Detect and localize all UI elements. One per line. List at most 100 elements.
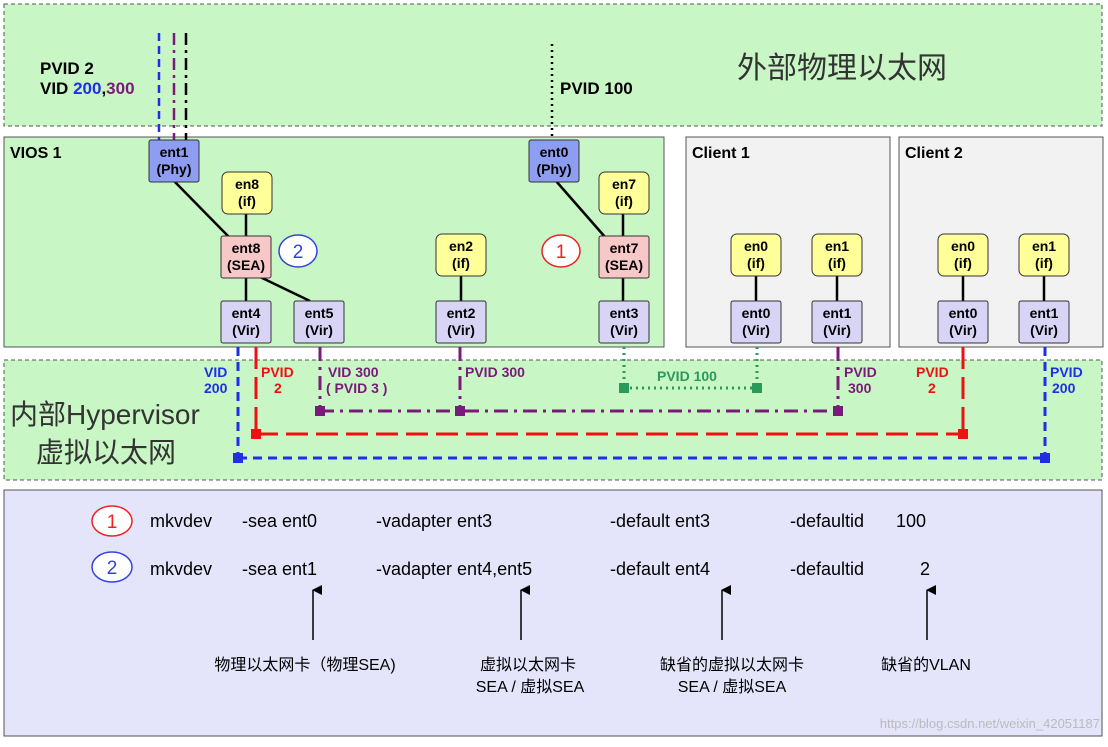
cmd-1-defaultid: -defaultid — [790, 511, 864, 531]
label-pvid100: PVID 100 — [657, 368, 717, 384]
vios-en2-type: (if) — [452, 255, 470, 271]
cmd-2-defaultid: -defaultid — [790, 559, 864, 579]
vios-ent8-name: ent8 — [232, 240, 261, 256]
vlan2-node-right — [958, 429, 968, 439]
vlan300-node-ent5 — [315, 406, 325, 416]
vios-ent3-box: ent3(Vir) — [598, 300, 650, 344]
annotation-vir-line2: SEA / 虚拟SEA — [476, 678, 585, 696]
link-ent1-ent8 — [173, 180, 230, 238]
label-c2-pvid200-a: PVID — [1050, 364, 1083, 380]
vios-ent8-rect — [220, 235, 272, 279]
vlan300-node-client1 — [833, 406, 843, 416]
vios-ent5-type: (Vir) — [305, 322, 333, 338]
annotation-def-line2: SEA / 虚拟SEA — [678, 678, 787, 696]
cmd-2-vadapter: -vadapter ent4,ent5 — [376, 559, 532, 579]
cmd-2-default: -default ent4 — [610, 559, 710, 579]
client1-en0-box: en0(if) — [730, 233, 782, 277]
vios-ent5-box: ent5(Vir) — [293, 300, 345, 344]
vios-ent4-box: ent4(Vir) — [220, 300, 272, 344]
client1-en1-type: (if) — [828, 255, 846, 271]
vios-marker-1-text: 1 — [556, 242, 567, 263]
client1-ent0-rect — [730, 300, 782, 344]
vios-marker-1 — [541, 234, 581, 268]
client2-ent0-rect — [937, 300, 989, 344]
client2-en1-type: (if) — [1035, 255, 1053, 271]
external-ethernet-title: 外部物理以太网 — [737, 52, 947, 85]
commands-panel — [3, 489, 1103, 737]
vios-en7-rect — [598, 171, 650, 215]
annotation-def-line1: 缺省的虚拟以太网卡 — [660, 656, 804, 674]
client2-en1-rect — [1018, 233, 1070, 277]
label-c2-pvid2-a: PVID — [916, 364, 949, 380]
vios-ent7-rect — [598, 235, 650, 279]
vios-en8-box: en8(if) — [221, 171, 273, 215]
device-nodes: ent1(Phy)ent0(Phy)en8(if)en7(if)ent8(SEA… — [148, 139, 1070, 344]
label-vid200-a: VID — [204, 364, 227, 380]
client2-title: Client 2 — [905, 145, 963, 162]
label-vid300-a: VID 300 — [328, 364, 379, 380]
label-pvid300: PVID 300 — [465, 364, 525, 380]
client2-ent0-name: ent0 — [949, 305, 978, 321]
client2-panel — [898, 136, 1104, 348]
client2-en0-name: en0 — [951, 238, 975, 254]
vlan2-path — [254, 347, 965, 436]
vios-ent0-type: (Phy) — [537, 161, 572, 177]
vios-ent7-box: ent7(SEA) — [598, 235, 650, 279]
vios-ent2-box: ent2(Vir) — [435, 300, 487, 344]
vios-ent1-type: (Phy) — [157, 161, 192, 177]
external-vid-label: VID 200,300 — [40, 79, 135, 98]
vios-en2-box: en2(if) — [435, 233, 487, 277]
vlan100-node-client1 — [752, 383, 762, 393]
client1-ent0-type: (Vir) — [742, 322, 770, 338]
cmd-1-default: -default ent3 — [610, 511, 710, 531]
client1-ent1-name: ent1 — [823, 305, 852, 321]
vios-ent1-box: ent1(Phy) — [148, 139, 200, 183]
label-c1-pvid300-b: 300 — [848, 380, 872, 396]
vios-ent8-type: (SEA) — [227, 257, 265, 273]
vios-ent3-rect — [598, 300, 650, 344]
client2-ent1-rect — [1018, 300, 1070, 344]
vios-en8-type: (if) — [238, 193, 256, 209]
client2-ent1-box: ent1(Vir) — [1018, 300, 1070, 344]
vlan200-path — [236, 347, 1047, 460]
client1-title: Client 1 — [692, 145, 750, 162]
vios-title: VIOS 1 — [10, 145, 62, 162]
hypervisor-title-line1: 内部Hypervisor — [10, 399, 200, 430]
client1-ent1-box: ent1(Vir) — [811, 300, 863, 344]
vios-marker-2 — [278, 234, 318, 268]
label-vid300-b: ( PVID 3 ) — [326, 380, 387, 396]
label-c2-pvid200-b: 200 — [1052, 380, 1076, 396]
vios-ent7-type: (SEA) — [605, 257, 643, 273]
external-pvid100-label: PVID 100 — [560, 79, 633, 98]
vios-en8-rect — [221, 171, 273, 215]
vios-ent5-name: ent5 — [305, 305, 334, 321]
vios-ent4-name: ent4 — [232, 305, 261, 321]
client1-en1-rect — [811, 233, 863, 277]
vios-ent3-type: (Vir) — [610, 322, 638, 338]
client1-en0-type: (if) — [747, 255, 765, 271]
command-row-2: 2 mkvdev -sea ent1 -vadapter ent4,ent5 -… — [91, 551, 930, 583]
client1-en0-name: en0 — [744, 238, 768, 254]
vios-en2-rect — [435, 233, 487, 277]
client1-ent1-type: (Vir) — [823, 322, 851, 338]
vios-ent0-box: ent0(Phy) — [528, 139, 580, 183]
cmd-2-name: mkvdev — [150, 559, 212, 579]
client2-ent0-type: (Vir) — [949, 322, 977, 338]
vios-ent1-name: ent1 — [160, 144, 189, 160]
vios-ent5-rect — [293, 300, 345, 344]
vlan200-node-right — [1040, 453, 1050, 463]
hypervisor-title-line2: 虚拟以太网 — [36, 437, 176, 468]
vios-ent4-type: (Vir) — [232, 322, 260, 338]
hypervisor-panel — [3, 359, 1103, 481]
client2-en0-type: (if) — [954, 255, 972, 271]
annotation-vir-line1: 虚拟以太网卡 — [480, 656, 576, 674]
watermark: https://blog.csdn.net/weixin_42051187 — [880, 716, 1100, 731]
cmd-1-vadapter: -vadapter ent3 — [376, 511, 492, 531]
cmd-marker-1 — [91, 505, 133, 537]
vlan300-path — [318, 347, 840, 413]
cmd-2-id: 2 — [920, 559, 930, 579]
vlan300-node-ent2 — [455, 406, 465, 416]
client2-en0-rect — [937, 233, 989, 277]
client2-ent1-name: ent1 — [1030, 305, 1059, 321]
